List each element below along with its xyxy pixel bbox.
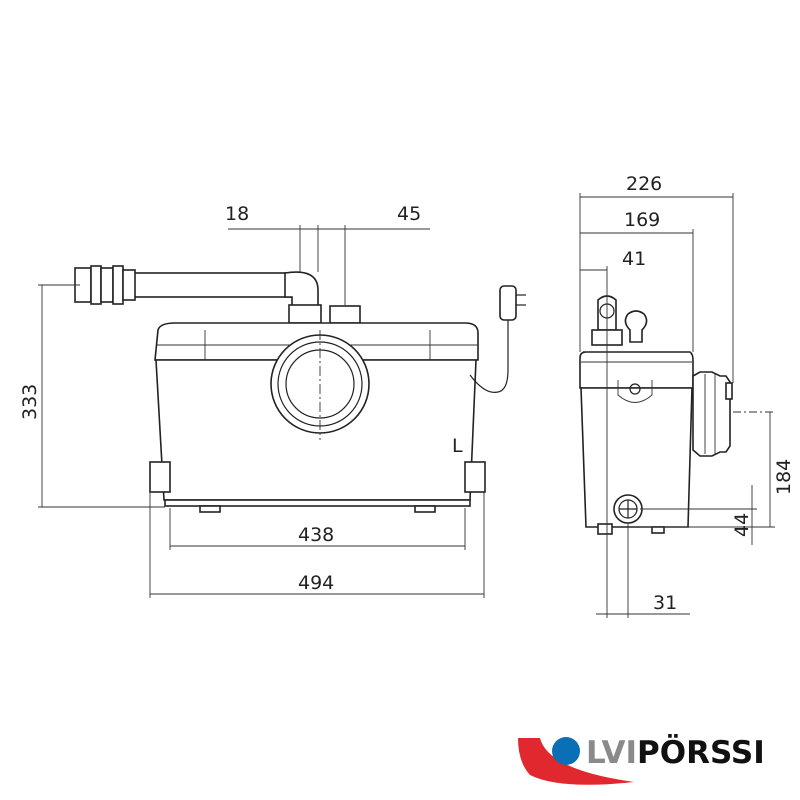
logo-swoosh [518,738,634,785]
power-cord [469,320,509,393]
dim-169: 169 [624,209,660,231]
side-lid [579,351,694,389]
dim-494: 494 [298,572,334,594]
dim-333: 333 [19,384,41,420]
svg-text:L: L [452,435,463,457]
dim-45: 45 [397,203,421,225]
dim-44: 44 [731,513,753,537]
left-inlet [149,461,171,493]
dim-18: 18 [225,203,249,225]
dim-438: 438 [298,524,334,546]
front-view: L [74,265,526,513]
side-dimensions: 226 169 41 184 44 31 [579,173,795,618]
dim-226: 226 [626,173,662,195]
side-bellows [692,371,731,457]
plug [499,285,517,321]
dim-184: 184 [773,459,795,495]
pipe-elbow [284,271,319,311]
dim-41: 41 [622,248,646,270]
logo-circle [552,737,580,765]
small-outlet [329,305,361,324]
dim-31: 31 [653,592,677,614]
side-view [579,295,775,535]
lvi-porssi-logo: LVIPÖRSSI [518,734,765,785]
logo-text: LVIPÖRSSI [586,734,765,771]
front-dimensions: 18 45 333 438 494 [19,203,485,598]
right-inlet [464,461,486,493]
